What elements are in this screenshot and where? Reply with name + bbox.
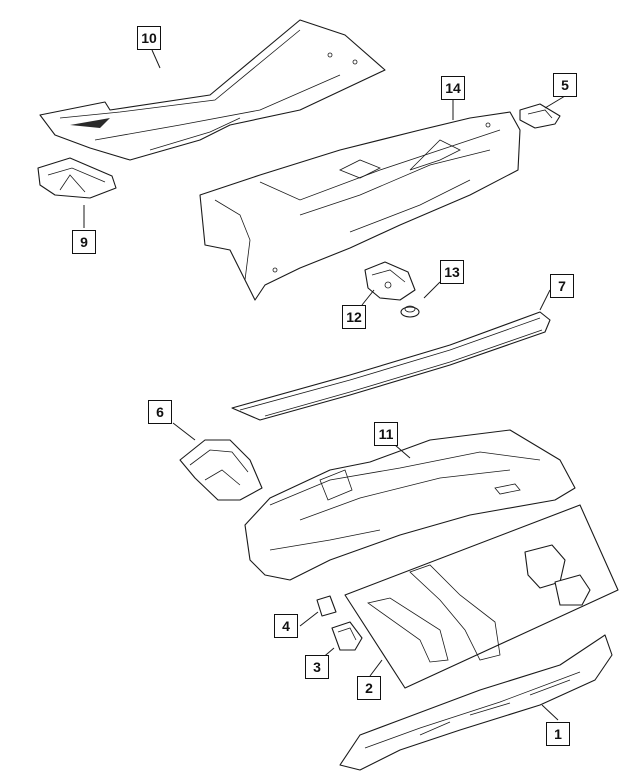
part-2-inset-panel: [344, 504, 619, 689]
callout-10: 10: [137, 26, 161, 50]
callout-2: 2: [357, 676, 381, 700]
leader-2: [369, 659, 383, 677]
callout-12: 12: [342, 305, 366, 329]
leader-1: [541, 704, 559, 721]
callout-11: 11: [374, 422, 398, 446]
part-13-plug: [400, 305, 420, 318]
leader-12: [361, 289, 375, 306]
callout-5: 5: [553, 73, 577, 97]
leader-6: [172, 422, 196, 441]
callout-14: 14: [441, 76, 465, 100]
part-6-bracket: [179, 439, 263, 501]
leader-11: [394, 444, 411, 459]
callout-4: 4: [274, 614, 298, 638]
part-12-bracket: [364, 261, 416, 301]
leader-10: [151, 49, 161, 69]
callout-7: 7: [550, 274, 574, 298]
callout-3: 3: [305, 655, 329, 679]
part-7-sill-rail: [231, 311, 551, 421]
part-10-cowl-panel: [39, 19, 386, 161]
leader-5: [544, 95, 566, 109]
part-9-bracket: [37, 157, 117, 199]
callout-1: 1: [546, 722, 570, 746]
part-11-floor-pan: [244, 429, 576, 581]
part-3-bracket: [331, 621, 363, 651]
part-4-clip: [316, 595, 337, 617]
part-5-plate: [519, 103, 561, 129]
part-14-tunnel-assembly: [199, 111, 521, 301]
leader-13: [423, 281, 441, 299]
callout-6: 6: [148, 400, 172, 424]
leader-7: [539, 289, 551, 311]
callout-9: 9: [72, 230, 96, 254]
callout-13: 13: [440, 260, 464, 284]
part-1-rocker-panel: [339, 634, 613, 771]
leader-4: [299, 611, 319, 627]
